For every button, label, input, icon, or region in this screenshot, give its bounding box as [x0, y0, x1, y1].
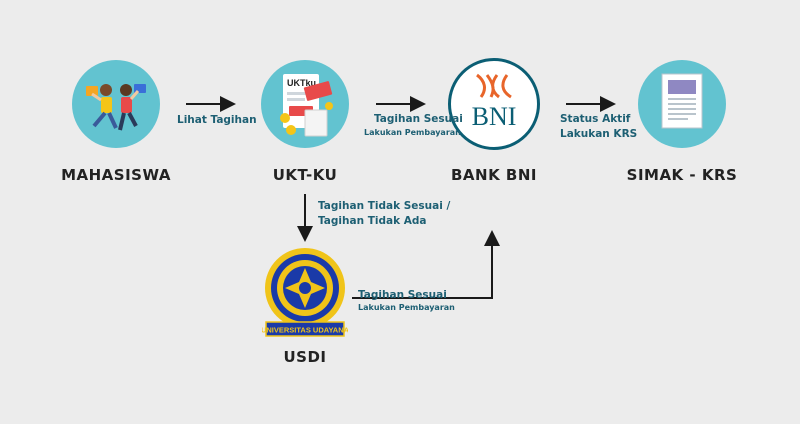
document-illustration	[661, 73, 703, 129]
bni-logo-text: BNI	[472, 102, 517, 131]
edge-label-status-aktif: Status Aktif	[560, 113, 631, 125]
edge-label-lakukan-pembayaran-usdi: Lakukan Pembayaran	[358, 303, 455, 312]
udayana-ribbon-text: UNIVERSITAS UDAYANA	[262, 326, 348, 335]
node-title: UKT-KU	[272, 166, 338, 184]
udayana-logo: UNIVERSITAS UDAYANA	[261, 244, 350, 344]
edge-label-lihat-tagihan: Lihat Tagihan	[177, 114, 257, 126]
edge-label-tidak-ada: Tagihan Tidak Ada	[318, 215, 427, 227]
invoice-illustration: UKTku	[280, 74, 333, 137]
arrow-usdi-bni	[352, 230, 500, 299]
node-title: USDI	[283, 348, 327, 366]
students-illustration	[86, 84, 146, 131]
edge-label-lakukan-pembayaran: Lakukan Pembayaran	[364, 128, 461, 137]
edge-label-tidak-sesuai: Tagihan Tidak Sesuai /	[318, 200, 451, 212]
udayana-emblem: UNIVERSITAS UDAYANA	[261, 248, 350, 337]
node-title: SIMAK - KRS	[626, 166, 738, 184]
bni-logo: BNI	[448, 58, 540, 150]
node-title: MAHASISWA	[61, 166, 171, 184]
bni-emblem: BNI	[472, 73, 517, 131]
edge-label-tagihan-sesuai: Tagihan Sesuai	[374, 113, 463, 125]
edge-label-lakukan-krs: Lakukan KRS	[560, 128, 638, 140]
uktku-badge-text: UKTku	[287, 78, 316, 88]
node-title: BANK BNI	[450, 166, 537, 184]
mahasiswa-icon	[72, 60, 160, 148]
edge-label-tagihan-sesuai-usdi: Tagihan Sesuai	[358, 289, 447, 301]
document-icon	[638, 60, 726, 148]
uktku-icon: UKTku	[261, 60, 349, 148]
